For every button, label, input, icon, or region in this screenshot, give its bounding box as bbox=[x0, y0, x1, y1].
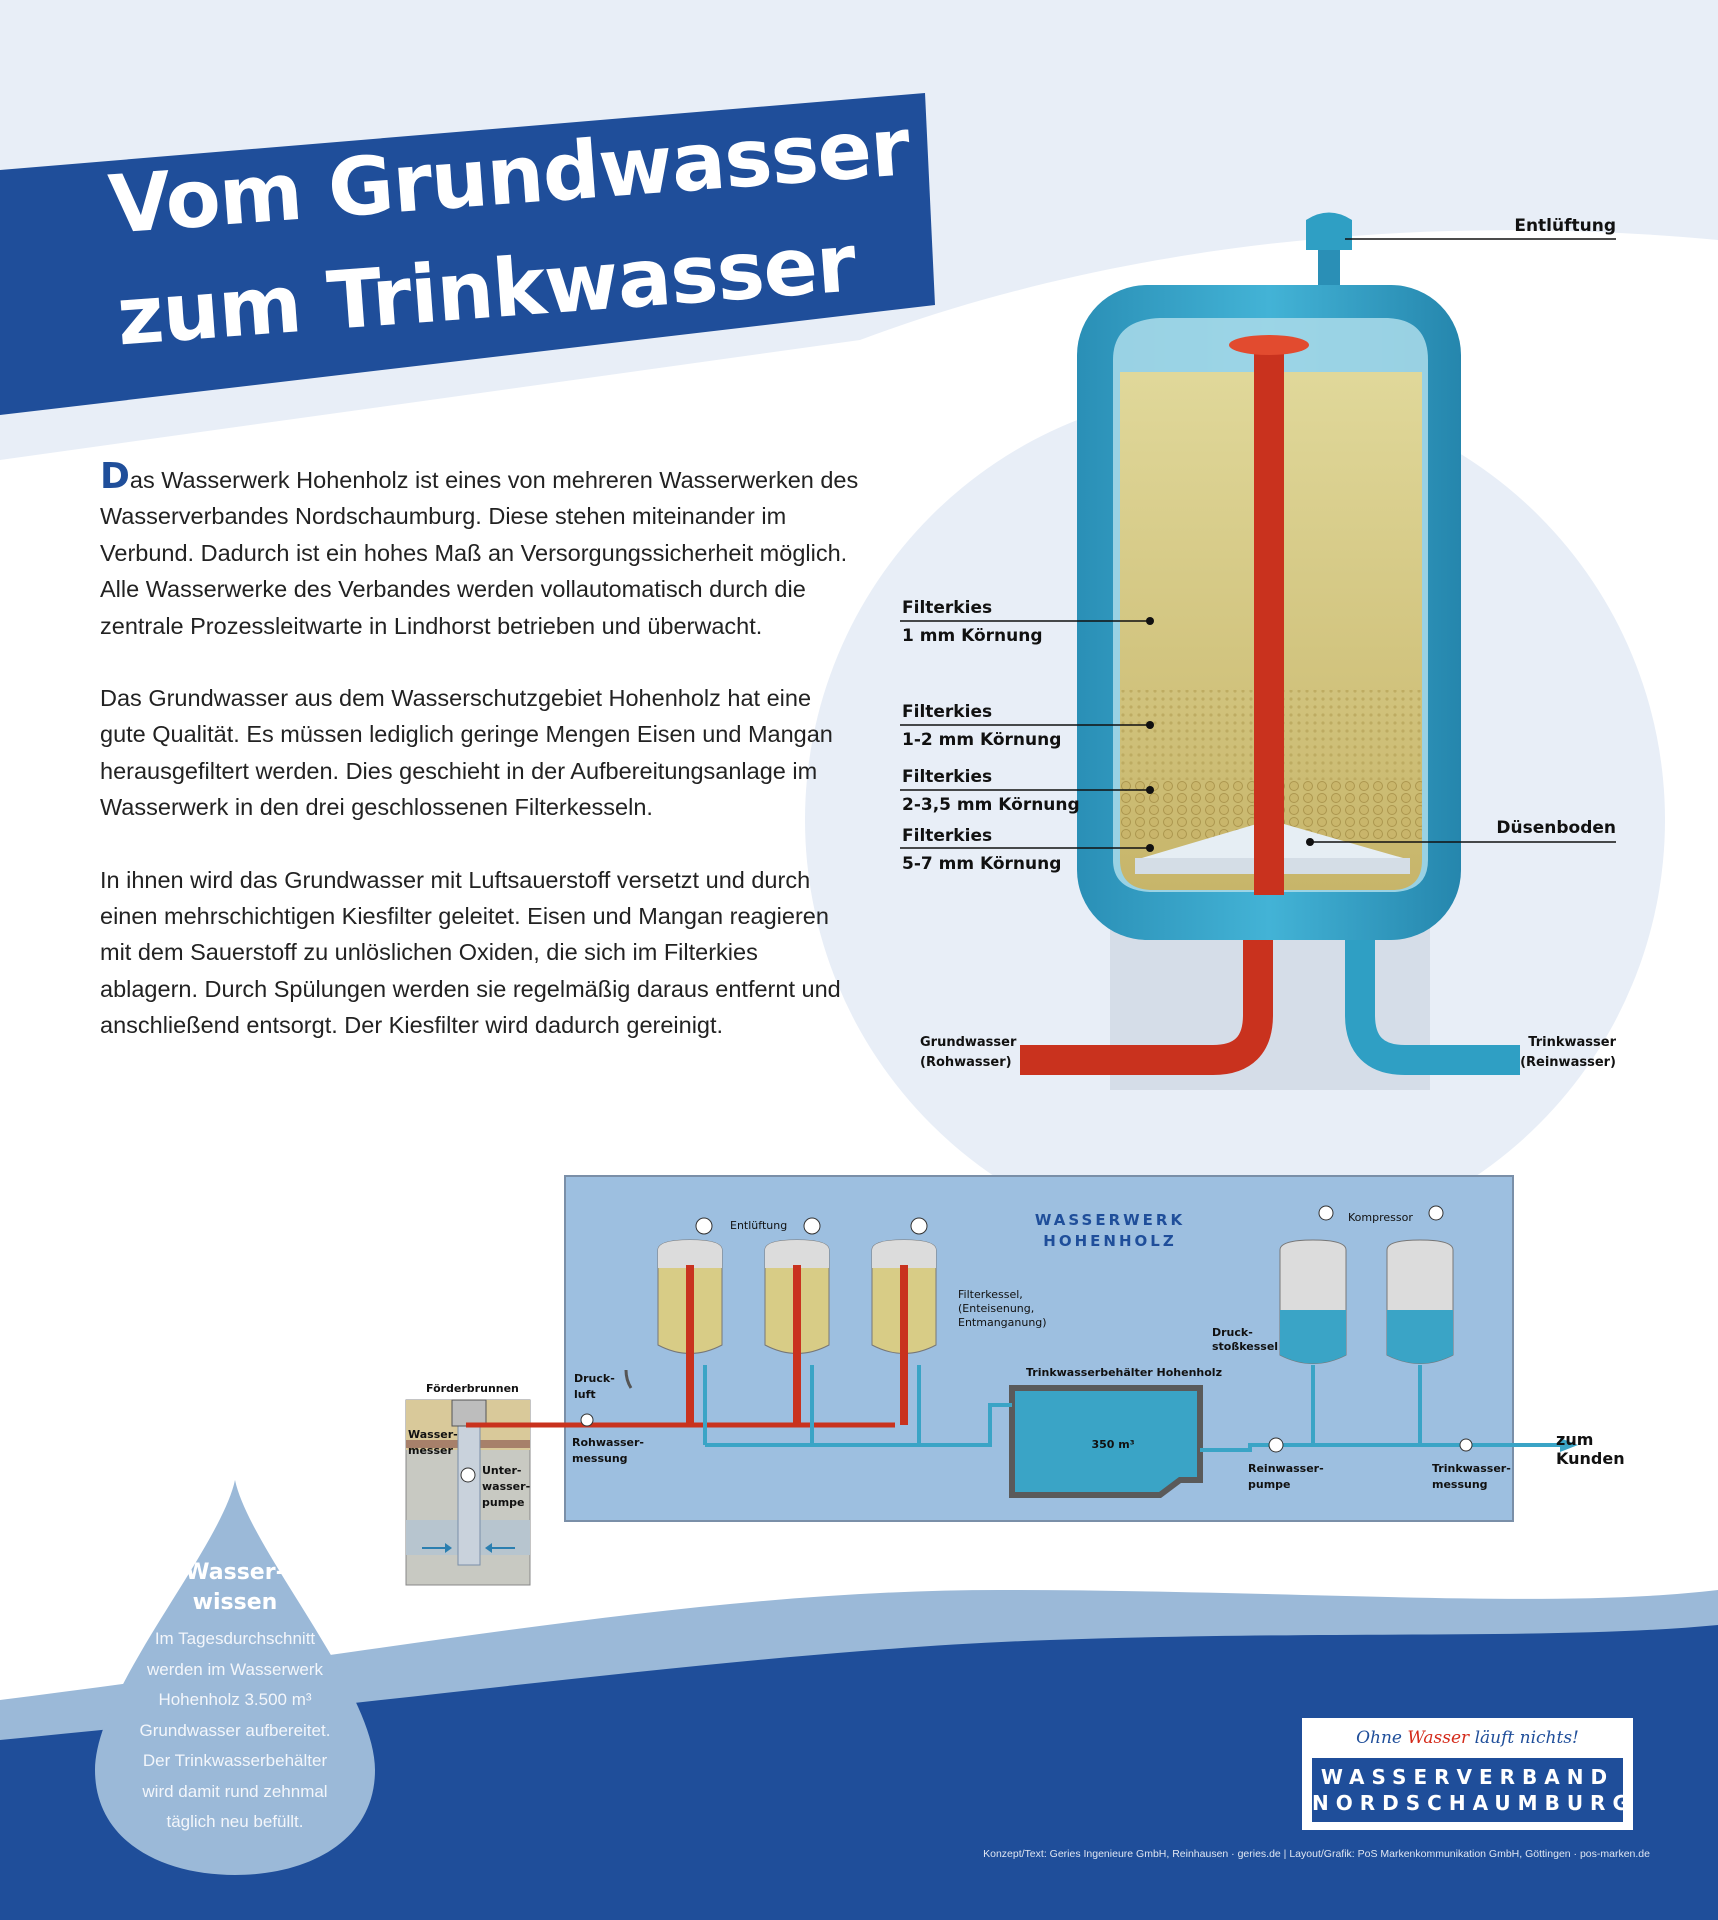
surge-tank-1 bbox=[1279, 1239, 1347, 1364]
logo-slogan-1: Ohne bbox=[1356, 1728, 1408, 1748]
water-drop-shape bbox=[95, 1480, 375, 1875]
intro-paragraph-1-text: as Wasserwerk Hohenholz ist eines von me… bbox=[100, 467, 859, 639]
label-gravel-3-a: Filterkies bbox=[902, 767, 993, 787]
label-gravel-4-a: Filterkies bbox=[902, 826, 993, 846]
label-clean-water-a: Trinkwasser bbox=[1528, 1035, 1616, 1050]
plant-label-customers-b: Kunden bbox=[1556, 1449, 1625, 1468]
plant-label-reservoir: Trinkwasserbehälter Hohenholz bbox=[1026, 1366, 1222, 1379]
label-gravel-2-b: 1-2 mm Körnung bbox=[902, 730, 1062, 750]
plant-label-meter-b: messer bbox=[408, 1444, 453, 1457]
fact-line-6: wird damit rund zehnmal bbox=[142, 1781, 328, 1801]
filter-kettle-3 bbox=[871, 1239, 937, 1425]
plant-label-pump-c: pumpe bbox=[482, 1496, 525, 1509]
plant-label-meter-a: Wasser- bbox=[408, 1428, 458, 1441]
fact-title: Wasser- wissen bbox=[120, 1558, 350, 1618]
credits: Konzept/Text: Geries Ingenieure GmbH, Re… bbox=[983, 1848, 1650, 1860]
plant-label-filter-c: Entmanganung) bbox=[958, 1316, 1047, 1329]
plant-title-2: HOHENHOLZ bbox=[1043, 1232, 1177, 1250]
fact-line-2: werden im Wasserwerk bbox=[146, 1659, 324, 1679]
plant-label-clean-pump-a: Reinwasser- bbox=[1248, 1462, 1324, 1475]
logo-name: WASSERVERBAND NORDSCHAUMBURG bbox=[1312, 1758, 1636, 1822]
logo-name-1: WASSERVERBAND bbox=[1320, 1765, 1615, 1789]
plant-label-reservoir-volume: 350 m³ bbox=[1091, 1438, 1135, 1451]
label-nozzle-floor: Düsenboden bbox=[1496, 818, 1616, 838]
fact-text: Im Tagesdurchschnitt werden im Wasserwer… bbox=[120, 1624, 350, 1838]
fact-line-4: Grundwasser aufbereitet. bbox=[139, 1720, 331, 1740]
plant-label-pump-a: Unter- bbox=[482, 1464, 522, 1477]
fact-line-7: täglich neu befüllt. bbox=[166, 1812, 304, 1831]
fact-title-a: Wasser- bbox=[185, 1560, 285, 1585]
fact-line-5: Der Trinkwasserbehälter bbox=[142, 1751, 328, 1770]
tank-leader-lines bbox=[900, 238, 1616, 852]
logo: Ohne Wasser läuft nichts! WASSERVERBAND … bbox=[1302, 1718, 1633, 1830]
plant-label-raw-meas-a: Rohwasser- bbox=[572, 1436, 644, 1449]
plant-label-surge-b: stoßkessel bbox=[1212, 1340, 1279, 1353]
fact-title-b: wissen bbox=[192, 1590, 278, 1615]
logo-slogan-3: läuft nichts! bbox=[1469, 1728, 1579, 1748]
plant-label-filter-a: Filterkessel, bbox=[958, 1288, 1023, 1301]
plant-label-drink-meas-a: Trinkwasser- bbox=[1432, 1462, 1511, 1475]
logo-name-2: NORDSCHAUMBURG bbox=[1312, 1791, 1636, 1815]
label-gravel-2-a: Filterkies bbox=[902, 702, 993, 722]
label-raw-water-a: Grundwasser bbox=[920, 1035, 1017, 1050]
filter-kettle-2 bbox=[764, 1239, 830, 1425]
label-gravel-1-a: Filterkies bbox=[902, 598, 993, 618]
label-vent: Entlüftung bbox=[1514, 216, 1616, 236]
plant-title-1: WASSERWERK bbox=[1034, 1211, 1186, 1229]
plant-label-filter-b: (Enteisenung, bbox=[958, 1302, 1035, 1315]
fact-line-3: Hohenholz 3.500 m³ bbox=[158, 1690, 312, 1709]
plant-label-clean-pump-b: pumpe bbox=[1248, 1478, 1291, 1491]
label-gravel-4-b: 5-7 mm Körnung bbox=[902, 854, 1062, 874]
plant-label-well: Förderbrunnen bbox=[426, 1382, 519, 1395]
label-gravel-1-b: 1 mm Körnung bbox=[902, 626, 1043, 646]
plant-label-compressor: Kompressor bbox=[1348, 1211, 1413, 1224]
intro-paragraph-1: Das Wasserwerk Hohenholz ist eines von m… bbox=[100, 459, 860, 644]
intro-paragraph-2: Das Grundwasser aus dem Wasserschutzgebi… bbox=[100, 685, 833, 821]
logo-slogan-2: Wasser bbox=[1407, 1728, 1470, 1748]
logo-slogan: Ohne Wasser läuft nichts! bbox=[1302, 1724, 1633, 1752]
plant-label-pump-b: wasser- bbox=[482, 1480, 531, 1493]
filter-kettle-1 bbox=[657, 1239, 723, 1425]
label-clean-water-b: (Reinwasser) bbox=[1520, 1055, 1616, 1070]
surge-tank-2 bbox=[1386, 1239, 1454, 1364]
plant-label-customers-a: zum bbox=[1556, 1430, 1594, 1449]
drop-cap: D bbox=[100, 456, 130, 497]
intro-text: Das Wasserwerk Hohenholz ist eines von m… bbox=[100, 459, 860, 1080]
fact-line-1: Im Tagesdurchschnitt bbox=[154, 1629, 316, 1648]
label-gravel-3-b: 2-3,5 mm Körnung bbox=[902, 795, 1080, 815]
plant-label-raw-meas-b: messung bbox=[572, 1452, 628, 1465]
plant-label-vent: Entlüftung bbox=[730, 1219, 788, 1232]
label-raw-water-b: (Rohwasser) bbox=[920, 1055, 1012, 1070]
filter-tank-illustration bbox=[1020, 212, 1520, 1090]
waterworks-schematic bbox=[405, 1175, 1578, 1586]
plant-label-air-b: luft bbox=[574, 1388, 596, 1401]
plant-label-surge-a: Druck- bbox=[1212, 1326, 1253, 1339]
plant-label-drink-meas-b: messung bbox=[1432, 1478, 1488, 1491]
intro-paragraph-3: In ihnen wird das Grundwasser mit Luftsa… bbox=[100, 866, 841, 1039]
plant-label-air-a: Druck- bbox=[574, 1372, 615, 1385]
